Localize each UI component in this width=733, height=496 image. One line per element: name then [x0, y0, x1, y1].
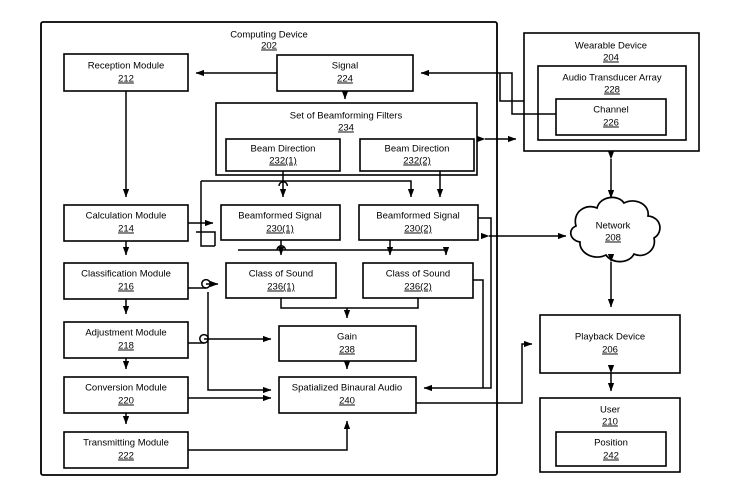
adjustment-module-label: Adjustment Module [85, 328, 166, 339]
class-of-sound-1-label: Class of Sound [249, 269, 313, 280]
user-number: 210 [602, 417, 618, 428]
conn-spatialized-to-playback [416, 340, 533, 404]
conversion-module-number: 220 [118, 396, 134, 407]
playback-device-number: 206 [602, 345, 618, 356]
network-cloud [569, 196, 661, 263]
class-of-sound-2-box [362, 262, 474, 299]
conn-class2-bottom [347, 298, 419, 309]
conn-bus-beamformed1-to-class2 [238, 246, 450, 256]
beamforming-filters-number: 234 [338, 123, 354, 134]
class-of-sound-1-number: 236(1) [267, 282, 294, 293]
transmitting-module-number: 222 [118, 451, 134, 462]
playback-device-box [539, 314, 681, 374]
classification-module-number: 216 [118, 282, 134, 293]
user-label: User [600, 405, 620, 416]
gain-number: 238 [339, 345, 355, 356]
classification-module-label: Classification Module [81, 269, 171, 280]
spatialized-binaural-audio-box [278, 376, 417, 414]
beam-direction-1-number: 232(1) [269, 156, 296, 167]
audio-transducer-array-label: Audio Transducer Array [562, 73, 662, 84]
spatialized-binaural-audio-label: Spatialized Binaural Audio [292, 383, 402, 394]
conn-riser-left [200, 181, 215, 247]
beamformed-signal-2-number: 230(2) [404, 224, 431, 235]
conn-classification-jump [201, 278, 211, 289]
beam-direction-2-label: Beam Direction [385, 144, 450, 155]
adjustment-module-box [63, 321, 189, 359]
beam-direction-2-number: 232(2) [403, 156, 430, 167]
beamformed-signal-1-label: Beamformed Signal [238, 211, 321, 222]
beam-direction-1-label: Beam Direction [251, 144, 316, 155]
audio-transducer-array-number: 228 [604, 85, 620, 96]
beamformed-signal-2-label: Beamformed Signal [376, 211, 459, 222]
spatialized-binaural-audio-number: 240 [339, 396, 355, 407]
wearable-device-label: Wearable Device [575, 41, 647, 52]
calculation-module-label: Calculation Module [86, 211, 167, 222]
conn-riser-left-up [213, 231, 216, 246]
beamformed-signal-2-box [358, 204, 479, 241]
conn-bus-to-beamformed2 [201, 180, 415, 198]
conn-beamformed1-jump [276, 245, 287, 251]
conn-transmitting-to-spatialized [188, 420, 351, 451]
position-number: 242 [603, 451, 619, 462]
beam-direction-2-box [359, 138, 475, 172]
signal-label: Signal [332, 61, 358, 72]
position-box [555, 431, 667, 467]
calculation-module-box [63, 204, 189, 242]
conn-riser-mid [207, 292, 272, 394]
transmitting-module-label: Transmitting Module [83, 438, 169, 449]
adjustment-module-number: 218 [118, 341, 134, 352]
class-of-sound-2-label: Class of Sound [386, 269, 450, 280]
reception-module-box [63, 53, 189, 92]
conn-wearable-left-stub [499, 73, 524, 102]
gain-label: Gain [337, 332, 357, 343]
playback-device-label: Playback Device [575, 332, 645, 343]
beamformed-signal-1-number: 230(1) [266, 224, 293, 235]
reception-module-label: Reception Module [88, 61, 165, 72]
conn-class2-to-spatialized [473, 279, 484, 388]
channel-label: Channel [593, 105, 628, 116]
channel-number: 226 [603, 118, 619, 129]
position-label: Position [594, 438, 628, 449]
signal-number: 224 [337, 74, 353, 85]
beam-direction-1-box [225, 138, 341, 172]
conversion-module-label: Conversion Module [85, 383, 167, 394]
beamformed-signal-1-box [220, 204, 341, 241]
transmitting-module-box [63, 431, 189, 469]
conn-adjustment-jump [199, 333, 209, 344]
class-of-sound-1-box [225, 262, 337, 299]
network-number: 208 [605, 233, 621, 244]
conn-class1-bottom [280, 298, 347, 309]
computing-device-label: Computing Device [230, 30, 308, 41]
conn-channel-to-signal [420, 69, 556, 115]
conn-beamdir1-jump [278, 181, 289, 187]
class-of-sound-2-number: 236(2) [404, 282, 431, 293]
conn-beamformed2-to-spatialized [423, 217, 492, 392]
network-label: Network [596, 221, 631, 232]
computing-device-number: 202 [261, 41, 277, 52]
wearable-device-number: 204 [603, 53, 619, 64]
computing-device-container [40, 21, 498, 476]
reception-module-number: 212 [118, 74, 134, 85]
channel-box [555, 98, 667, 136]
beamforming-filters-label: Set of Beamforming Filters [290, 111, 403, 122]
calculation-module-number: 214 [118, 224, 134, 235]
conversion-module-box [63, 376, 189, 414]
